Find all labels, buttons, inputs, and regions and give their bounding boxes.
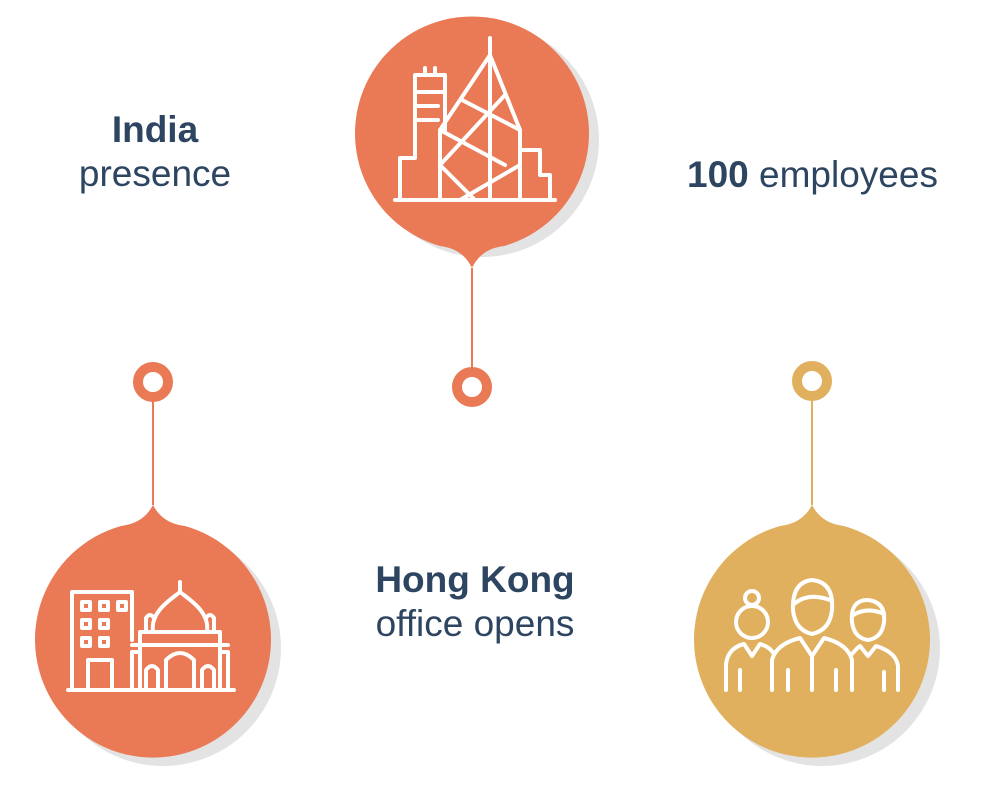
employees-ring-marker xyxy=(792,361,832,401)
hongkong-subtitle: office opens xyxy=(375,602,575,644)
hongkong-ring-marker xyxy=(452,367,492,407)
hongkong-pin xyxy=(355,16,599,407)
india-title: India xyxy=(111,109,199,150)
india-ring-marker xyxy=(133,362,173,402)
employees-subtitle: employees xyxy=(748,154,938,195)
people-group-icon xyxy=(724,578,900,692)
employees-milestone-label: 100 employees xyxy=(640,153,985,197)
employees-pin xyxy=(694,361,940,766)
hongkong-milestone-label: Hong Kong office opens xyxy=(320,558,630,645)
employees-pin-body xyxy=(694,505,930,758)
taj-mahal-building-icon xyxy=(66,580,236,692)
india-pin xyxy=(34,362,281,766)
india-subtitle: presence xyxy=(78,152,232,194)
hongkong-title: Hong Kong xyxy=(375,559,575,600)
india-milestone-label: India presence xyxy=(40,108,270,195)
skyscraper-city-icon xyxy=(393,36,557,202)
employees-count: 100 xyxy=(687,154,749,195)
